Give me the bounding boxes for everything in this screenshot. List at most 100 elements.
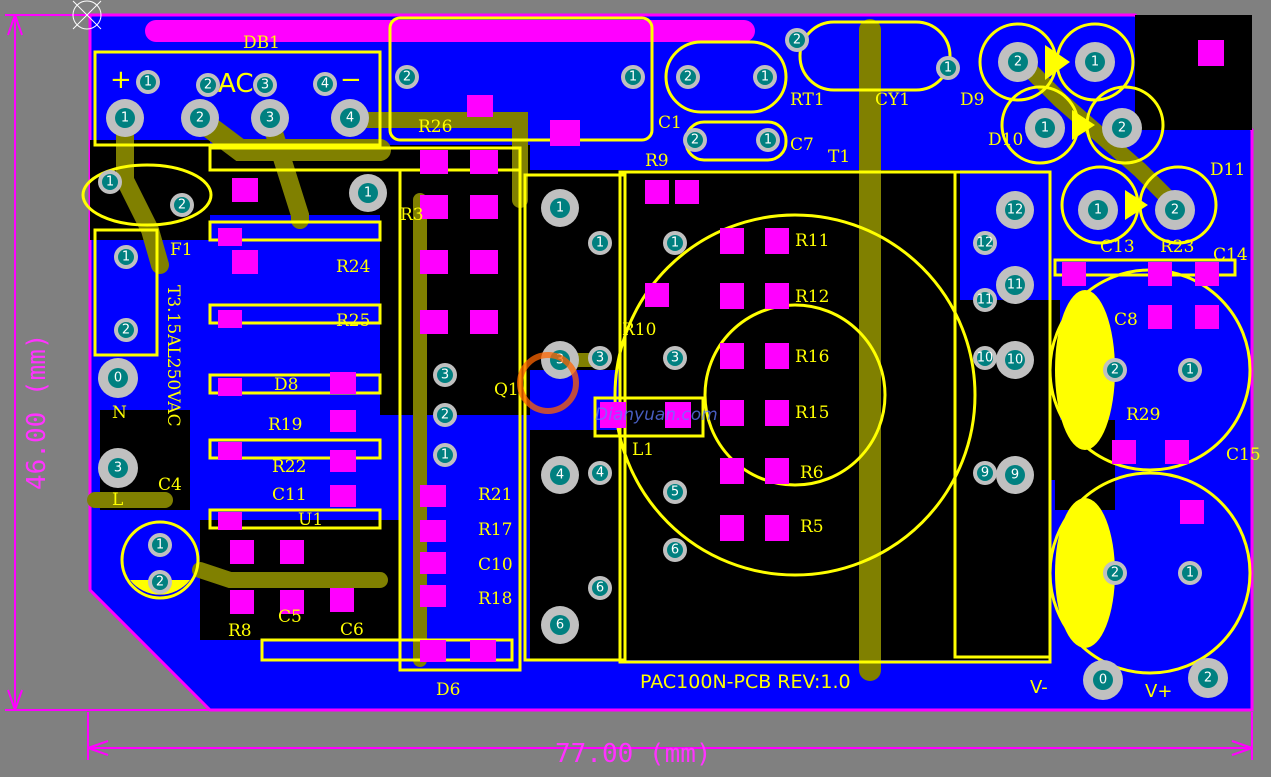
label-r25: R25 <box>336 311 370 331</box>
pad-label: 10 <box>1007 353 1024 368</box>
label-c11: C11 <box>272 485 307 505</box>
pad-numbers: 1 2 3 4 1 0 3 1 3 4 6 2 1 1 2 1 2 12 11 … <box>106 33 1212 688</box>
pad-label: 2 <box>441 408 449 423</box>
smd-pads <box>218 40 1224 662</box>
label-l: L <box>112 490 123 510</box>
label-vplus: V+ <box>1145 681 1172 702</box>
label-r19: R19 <box>268 415 302 435</box>
label-r12: R12 <box>795 287 829 307</box>
pad-label: 2 <box>684 70 692 85</box>
board-title: PAC100N-PCB REV:1.0 <box>640 671 851 693</box>
pad-label: 2 <box>1014 55 1022 70</box>
label-rt1: RT1 <box>790 90 825 110</box>
label-r24: R24 <box>336 257 370 277</box>
label-r9: R9 <box>645 151 669 171</box>
label-c6: C6 <box>340 620 364 640</box>
label-r17: R17 <box>478 520 512 540</box>
label-db1: DB1 <box>243 33 280 53</box>
width-dimension: 77.00 (mm) <box>555 739 712 769</box>
pad-label: 2 <box>196 111 204 126</box>
label-l1: L1 <box>632 440 654 460</box>
pad-label: 2 <box>1111 566 1119 581</box>
pad-label: 4 <box>596 466 604 481</box>
label-n: N <box>112 403 127 423</box>
label-db-ac: AC <box>218 69 253 99</box>
pad-label: 1 <box>761 70 769 85</box>
pad-label: 2 <box>1171 203 1179 218</box>
label-c15: C15 <box>1226 445 1261 465</box>
pad-label: 3 <box>266 111 274 126</box>
pad-label: 1 <box>1094 203 1102 218</box>
pad-label: 6 <box>671 543 679 558</box>
pad-label: 1 <box>364 186 372 201</box>
designators: DB1 + AC − R26 C1 RT1 C7 CY1 D9 D10 D11 … <box>110 33 1261 702</box>
pad-label: 4 <box>346 111 354 126</box>
pad-label: 5 <box>671 485 679 500</box>
label-r23: R23 <box>1160 237 1194 257</box>
label-r15: R15 <box>795 403 829 423</box>
pad-label: 9 <box>1011 468 1019 483</box>
label-f1: F1 <box>170 240 193 260</box>
label-c5: C5 <box>278 607 302 627</box>
label-r6: R6 <box>800 463 824 483</box>
silkscreen-solids <box>130 45 1148 648</box>
label-vminus: V- <box>1030 677 1048 698</box>
pad-label: 3 <box>596 351 604 366</box>
label-c10: C10 <box>478 555 513 575</box>
pad-label: 2 <box>793 33 801 48</box>
pad-label: 2 <box>204 78 212 93</box>
pad-label: 1 <box>441 448 449 463</box>
pad-label: 4 <box>556 468 564 483</box>
pad-label: 1 <box>121 111 129 126</box>
label-f1-rating: T3.15AL250VAC <box>163 285 183 427</box>
pad-label: 1 <box>106 175 114 190</box>
label-c1: C1 <box>658 113 682 133</box>
pad-label: 12 <box>1007 203 1024 218</box>
label-r11: R11 <box>795 231 829 251</box>
copper-pour <box>90 15 1252 660</box>
pad-label: 2 <box>1118 121 1126 136</box>
pad-label: 0 <box>1099 673 1107 688</box>
label-r5: R5 <box>800 517 824 537</box>
pad-label: 1 <box>156 538 164 553</box>
pad-label: 2 <box>1111 363 1119 378</box>
traces <box>87 19 1188 681</box>
label-c14: C14 <box>1213 245 1248 265</box>
pad-label: 2 <box>403 70 411 85</box>
pad-label: 1 <box>944 61 952 76</box>
height-dimension: 46.00 (mm) <box>22 333 52 490</box>
pad-label: 4 <box>321 77 329 92</box>
label-c4: C4 <box>158 475 182 495</box>
label-r10: R10 <box>622 320 656 340</box>
pad-label: 1 <box>556 201 564 216</box>
pad-label: 11 <box>1007 278 1024 293</box>
pad-label: 1 <box>629 70 637 85</box>
label-d10: D10 <box>988 130 1023 150</box>
pad-label: 2 <box>1204 671 1212 686</box>
pad-label: 3 <box>671 351 679 366</box>
label-c8: C8 <box>1114 310 1138 330</box>
pad-label: 6 <box>596 581 604 596</box>
label-db-plus: + <box>110 65 132 95</box>
pad-label: 6 <box>556 618 564 633</box>
pad-label: 3 <box>441 368 449 383</box>
label-c7: C7 <box>790 135 814 155</box>
label-r21: R21 <box>478 485 512 505</box>
pad-label: 1 <box>596 236 604 251</box>
label-r22: R22 <box>272 457 306 477</box>
watermark: Dianyuan.com <box>517 352 718 425</box>
label-cy1: CY1 <box>875 90 910 110</box>
label-t1: T1 <box>828 147 850 167</box>
pad-label: 0 <box>114 371 122 386</box>
label-r8: R8 <box>228 621 252 641</box>
label-u1: U1 <box>298 510 323 530</box>
pad-label: 1 <box>764 133 772 148</box>
pad-label: 1 <box>122 250 130 265</box>
label-d8: D8 <box>274 375 298 395</box>
label-r29: R29 <box>1126 405 1160 425</box>
origin-marker <box>72 0 102 30</box>
pad-label: 10 <box>977 351 994 366</box>
pad-label: 1 <box>1186 566 1194 581</box>
